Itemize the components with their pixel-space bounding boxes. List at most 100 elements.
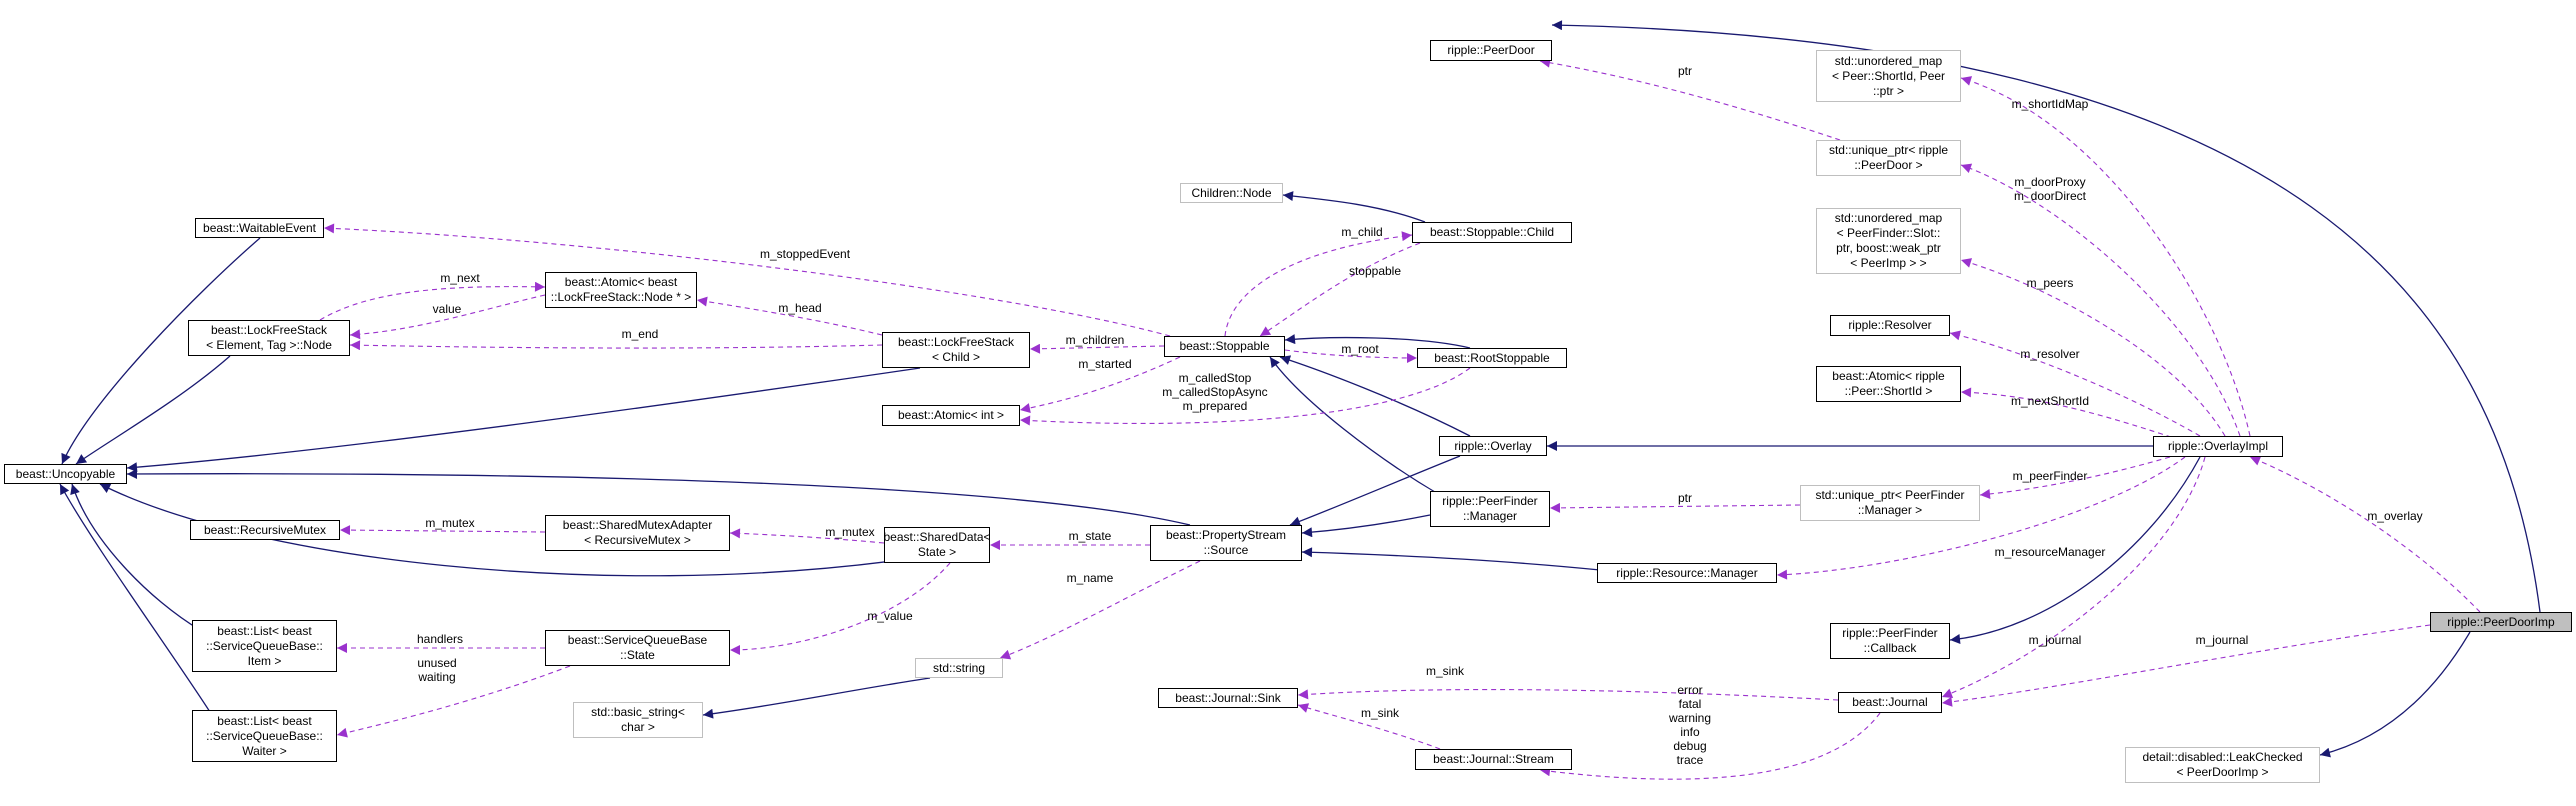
node-unique-ptr-peerdoor[interactable]: std::unique_ptr< ripple::PeerDoor > <box>1816 140 1961 176</box>
edge-label: info <box>1680 725 1700 739</box>
edge-inherit-children-child <box>1282 191 1426 223</box>
node-label-line: beast::Atomic< ripple <box>1832 369 1945 383</box>
node-children-node[interactable]: Children::Node <box>1180 183 1283 203</box>
node-shared-data-state[interactable]: beast::SharedData<State > <box>883 527 991 563</box>
edge-label: m_overlay <box>2367 509 2422 523</box>
edge-label: handlers <box>417 632 463 646</box>
node-label-line: std::unique_ptr< ripple <box>1828 143 1949 157</box>
node-label-line: beast::WaitableEvent <box>203 220 316 235</box>
node-shared-mutex-adapter[interactable]: beast::SharedMutexAdapter< RecursiveMute… <box>545 515 730 551</box>
node-peer-door[interactable]: ripple::PeerDoor <box>1430 40 1552 61</box>
node-resource-manager[interactable]: ripple::Resource::Manager <box>1597 563 1777 583</box>
edge-label: warning <box>1668 711 1711 725</box>
node-label-line: ::Source <box>1203 543 1249 557</box>
edge-member-shareddata-adapter <box>729 528 885 544</box>
node-label-line: Children::Node <box>1191 185 1272 200</box>
node-root-stoppable[interactable]: beast::RootStoppable <box>1417 348 1567 368</box>
node-overlay[interactable]: ripple::Overlay <box>1439 436 1547 456</box>
node-journal-stream[interactable]: beast::Journal::Stream <box>1415 749 1572 770</box>
edge-label: fatal <box>1679 697 1702 711</box>
node-service-queue-state[interactable]: beast::ServiceQueueBase::State <box>545 630 730 666</box>
edge-label: m_head <box>778 301 821 315</box>
node-label-line: std::unordered_map <box>1834 53 1943 68</box>
edge-inherit-manager-stoppable <box>1269 356 1441 496</box>
edge-label: m_journal <box>2029 633 2082 647</box>
node-label-line: beast::ServiceQueueBase <box>567 633 708 647</box>
node-label-line: std::unique_ptr< PeerFinder <box>1815 488 1965 502</box>
node-label-line: < Peer::ShortId, Peer <box>1831 68 1946 83</box>
node-label-line: < Element, Tag >::Node <box>206 338 332 352</box>
node-recursive-mutex[interactable]: beast::RecursiveMutex <box>190 520 340 540</box>
node-label-line: ripple::PeerDoor <box>1447 43 1535 57</box>
node-stoppable-child[interactable]: beast::Stoppable::Child <box>1412 222 1572 243</box>
edge-label: m_nextShortId <box>2011 394 2089 408</box>
edge-member-stoppable-root <box>1284 349 1418 363</box>
edge-label: trace <box>1677 753 1704 767</box>
node-resolver[interactable]: ripple::Resolver <box>1830 315 1950 336</box>
edge-member-shareddata-sqstate <box>729 562 951 655</box>
edge-label: m_children <box>1066 333 1125 347</box>
edge-member-uniqueptr-peerdoor <box>1539 57 1841 141</box>
node-std-string[interactable]: std::string <box>915 658 1003 678</box>
node-label-line: beast::LockFreeStack <box>897 335 1015 349</box>
node-label-line: ptr, boost::weak_ptr <box>1836 241 1941 255</box>
node-label-line: beast::List< beast <box>217 713 312 728</box>
node-label-line: ::Manager > <box>1857 503 1923 517</box>
node-atomic-node-ptr[interactable]: beast::Atomic< beast::LockFreeStack::Nod… <box>545 272 697 308</box>
node-label-line: beast::Stoppable::Child <box>1429 225 1555 239</box>
node-leak-checked[interactable]: detail::disabled::LeakChecked< PeerDoorI… <box>2125 747 2320 783</box>
node-label-line: beast::Journal <box>1852 695 1928 709</box>
edge-member-stoppable-lockfreechild <box>1029 343 1165 354</box>
node-label-line: beast::Atomic< int > <box>897 408 1005 422</box>
node-label-line: ::Callback <box>1863 641 1917 655</box>
edge-member-impl-slotmap <box>1960 258 2226 437</box>
node-unordered-map-shortid[interactable]: std::unordered_map< Peer::ShortId, Peer:… <box>1816 50 1961 102</box>
edge-member-lockfreenode-atomicnode <box>319 281 546 321</box>
edge-inherit-shareddata-uncopyable <box>99 483 901 577</box>
node-label-line: beast::Uncopyable <box>15 466 116 481</box>
node-unordered-map-slot[interactable]: std::unordered_map< PeerFinder::Slot::pt… <box>1816 208 1961 274</box>
edge-label: m_calledStopAsync <box>1162 385 1267 399</box>
edge-label: m_mutex <box>825 525 874 539</box>
node-basic-string[interactable]: std::basic_string<char > <box>573 702 703 738</box>
edge-label: m_mutex <box>425 516 474 530</box>
node-stoppable[interactable]: beast::Stoppable <box>1164 336 1285 357</box>
edge-inherit-impl-callback <box>1949 456 2201 644</box>
node-waitable-event[interactable]: beast::WaitableEvent <box>195 218 324 238</box>
edge-member-journal-stream <box>1539 712 1881 780</box>
edge-label: m_child <box>1341 225 1382 239</box>
node-label-line: beast::List< beast <box>217 623 312 638</box>
node-list-item[interactable]: beast::List< beast::ServiceQueueBase::It… <box>192 620 337 672</box>
node-peerfinder-callback[interactable]: ripple::PeerFinder::Callback <box>1830 623 1950 659</box>
node-lockfree-stack-child[interactable]: beast::LockFreeStack< Child > <box>882 332 1030 368</box>
node-label-line: ::Peer::ShortId > <box>1844 384 1933 398</box>
edge-member-stoppable-child-loop <box>1224 231 1413 337</box>
node-label-line: std::unordered_map <box>1834 211 1943 225</box>
edge-member-adapter-recursive <box>339 525 546 536</box>
edge-member-impl-uniqueptrmgr <box>1979 456 2171 499</box>
edge-inherit-lockfree-node-uncopyable <box>75 355 231 465</box>
node-lockfree-stack-node[interactable]: beast::LockFreeStack< Element, Tag >::No… <box>188 320 350 356</box>
node-atomic-int[interactable]: beast::Atomic< int > <box>882 405 1020 426</box>
node-label-line: beast::Journal::Stream <box>1433 752 1554 766</box>
edge-inherit-imp-leak <box>2319 631 2471 758</box>
node-atomic-shortid[interactable]: beast::Atomic< ripple::Peer::ShortId > <box>1816 366 1961 402</box>
edge-label: m_resourceManager <box>1995 545 2106 559</box>
edge-label: m_sink <box>1361 706 1400 720</box>
node-peerfinder-manager[interactable]: ripple::PeerFinder::Manager <box>1430 491 1550 527</box>
node-peer-door-imp[interactable]: ripple::PeerDoorImp <box>2430 612 2572 632</box>
node-property-stream-source[interactable]: beast::PropertyStream::Source <box>1150 525 1302 561</box>
node-journal-sink[interactable]: beast::Journal::Sink <box>1158 688 1298 708</box>
node-journal[interactable]: beast::Journal <box>1838 692 1942 713</box>
node-unique-ptr-manager[interactable]: std::unique_ptr< PeerFinder::Manager > <box>1800 485 1980 521</box>
node-label-line: ::ServiceQueueBase:: <box>206 728 323 743</box>
node-overlay-impl[interactable]: ripple::OverlayImpl <box>2153 436 2283 457</box>
edge-inherit-list-item-uncopyable <box>70 483 201 631</box>
edge-member-lockfreechild-atomicnode <box>696 296 883 336</box>
node-label-line: ripple::PeerDoorImp <box>2447 614 2555 629</box>
node-uncopyable[interactable]: beast::Uncopyable <box>4 464 127 484</box>
node-list-waiter[interactable]: beast::List< beast::ServiceQueueBase::Wa… <box>192 710 337 762</box>
node-label-line: char > <box>621 720 655 734</box>
